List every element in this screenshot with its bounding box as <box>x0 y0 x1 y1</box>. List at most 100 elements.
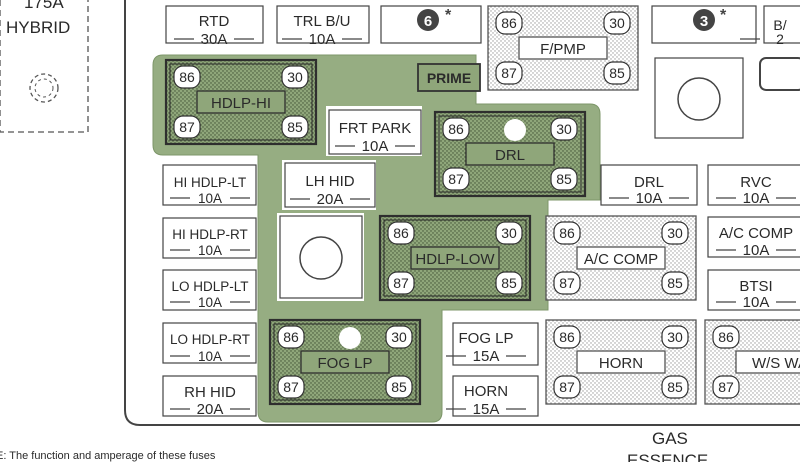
hybrid-fuse-block: 175A HYBRID <box>0 0 89 133</box>
svg-text:30: 30 <box>391 329 407 345</box>
fuse-amp-trl-bu: 10A <box>309 31 336 48</box>
fuse-amp-b-partial: 2 <box>776 31 784 47</box>
svg-text:*: * <box>445 7 452 24</box>
relay-label-f-pmp: F/PMP <box>540 41 586 58</box>
svg-text:30: 30 <box>609 15 625 31</box>
relay-pin-86: 86 <box>712 325 740 349</box>
relay-pin-86: 86 <box>173 65 201 89</box>
hybrid-label: HYBRID <box>6 18 70 37</box>
relay-hdlp-low: HDLP-LOW 86 30 87 85 <box>378 214 532 302</box>
relay-pin-85: 85 <box>603 61 631 85</box>
socket-icon <box>677 77 721 121</box>
relay-pin-85: 85 <box>495 271 523 295</box>
relay-pin-87: 87 <box>277 375 305 399</box>
svg-text:*: * <box>720 7 727 24</box>
svg-text:85: 85 <box>609 65 625 81</box>
svg-text:85: 85 <box>391 379 407 395</box>
svg-text:87: 87 <box>448 171 464 187</box>
svg-text:86: 86 <box>559 225 575 241</box>
hybrid-amp-label: 175A <box>24 0 64 12</box>
relay-label-hdlp-low: HDLP-LOW <box>415 251 495 268</box>
fuse-name-hi-hdlp-lt: HI HDLP-LT <box>174 175 247 190</box>
svg-text:86: 86 <box>283 329 299 345</box>
fuse-amp-rvc: 10A <box>743 190 770 207</box>
svg-text:85: 85 <box>501 275 517 291</box>
svg-text:87: 87 <box>283 379 299 395</box>
relay-hole-icon <box>339 327 361 349</box>
fuse-amp-lh-hid: 20A <box>317 191 344 208</box>
svg-text:87: 87 <box>501 65 517 81</box>
fuse-amp-rh-hid: 20A <box>197 401 224 418</box>
svg-text:86: 86 <box>393 225 409 241</box>
prime-label: PRIME <box>427 70 471 86</box>
relay-label-ws-wash: W/S WA <box>752 355 800 372</box>
footer-note: E: The function and amperage of these fu… <box>0 450 216 462</box>
svg-text:30: 30 <box>667 225 683 241</box>
relay-pin-30: 30 <box>661 325 689 349</box>
spare-block-right <box>763 5 800 44</box>
relay-pin-30: 30 <box>661 221 689 245</box>
fuse-amp-hi-hdlp-rt: 10A <box>198 243 222 258</box>
relay-pin-86: 86 <box>387 221 415 245</box>
fuse-name-drl-fuse: DRL <box>634 174 664 191</box>
fuse-lo-hdlp-lt <box>162 269 257 311</box>
relay-pin-30: 30 <box>385 325 413 349</box>
relay-pin-87: 87 <box>442 167 470 191</box>
fuse-name-rtd: RTD <box>199 13 230 30</box>
relay-label-fog-lp: FOG LP <box>317 355 372 372</box>
fuse-name-trl-bu: TRL B/U <box>294 13 351 30</box>
fuse-fog-lp <box>452 322 539 366</box>
svg-text:85: 85 <box>287 119 303 135</box>
fuse-amp-hi-hdlp-lt: 10A <box>198 191 222 206</box>
fuse-trl-bu <box>276 5 370 44</box>
socket-icon <box>299 236 343 280</box>
fuse-amp-horn-fuse: 15A <box>473 401 500 418</box>
relay-label-ac-comp: A/C COMP <box>584 251 658 268</box>
round-socket-lower <box>279 215 363 299</box>
spare-block-right-lower <box>759 57 800 91</box>
svg-text:30: 30 <box>501 225 517 241</box>
fuse-name-rvc: RVC <box>740 174 772 191</box>
fuse-name-hi-hdlp-rt: HI HDLP-RT <box>172 227 248 242</box>
gas-label: GAS <box>652 429 688 448</box>
relay-pin-87: 87 <box>387 271 415 295</box>
relay-pin-30: 30 <box>495 221 523 245</box>
relay-pin-87: 87 <box>553 375 581 399</box>
fuse-name-lh-hid: LH HID <box>305 173 354 190</box>
fuse-name-fog-lp: FOG LP <box>458 330 513 347</box>
svg-text:3: 3 <box>700 13 708 30</box>
relay-pin-86: 86 <box>442 117 470 141</box>
fuse-frt-park <box>328 109 422 155</box>
svg-text:30: 30 <box>556 121 572 137</box>
fuse-name-rh-hid: RH HID <box>184 384 236 401</box>
relay-pin-30: 30 <box>281 65 309 89</box>
relay-ws-wash: W/S WA8687 <box>704 319 800 405</box>
prime-block <box>417 63 481 92</box>
relay-pin-87: 87 <box>553 271 581 295</box>
fuse-name-frt-park: FRT PARK <box>339 120 412 137</box>
relay-pin-85: 85 <box>550 167 578 191</box>
svg-text:86: 86 <box>559 329 575 345</box>
fuse-amp-btsi: 10A <box>743 294 770 311</box>
fuse-amp-fog-lp: 15A <box>473 348 500 365</box>
fuse-name-lo-hdlp-lt: LO HDLP-LT <box>171 279 248 294</box>
fuse-name-horn-fuse: HORN <box>464 383 508 400</box>
svg-text:87: 87 <box>559 379 575 395</box>
fuse-name-b-partial: B/ <box>773 17 786 33</box>
svg-text:87: 87 <box>393 275 409 291</box>
svg-text:86: 86 <box>448 121 464 137</box>
fuse-name-ac-comp-fuse: A/C COMP <box>719 225 793 242</box>
relay-label-horn: HORN <box>599 355 643 372</box>
fuse-amp-rtd: 30A <box>201 31 228 48</box>
relay-pin-30: 30 <box>603 11 631 35</box>
relay-pin-86: 86 <box>553 325 581 349</box>
svg-text:86: 86 <box>179 69 195 85</box>
relay-pin-87: 87 <box>173 115 201 139</box>
hybrid-stud-icon <box>29 73 59 103</box>
svg-text:85: 85 <box>667 275 683 291</box>
